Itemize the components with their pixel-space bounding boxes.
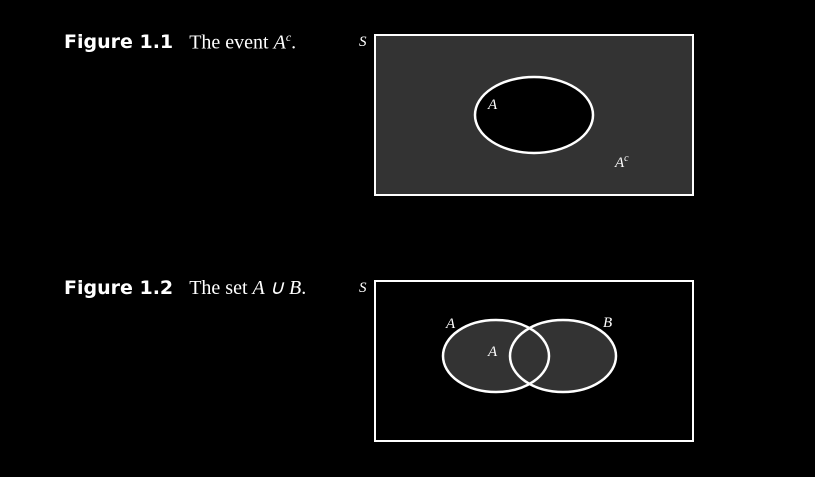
- set-a-ellipse: [473, 75, 595, 155]
- figure-1-2-label: Figure 1.2: [64, 277, 174, 299]
- figure-1-2-diagram: S A A B: [359, 280, 694, 442]
- figure-1-1-text: The event: [189, 31, 274, 54]
- figure-1-1-event: A: [273, 31, 286, 54]
- figure-1-2-text: The set: [189, 277, 253, 299]
- figure-1-1-sup: c: [285, 30, 292, 44]
- figure-1-2-caption: Figure 1.2 The set A ∪ B.: [64, 275, 306, 300]
- figure-1-2-expr: A ∪ B: [252, 277, 302, 299]
- figure-1-1-diagram: S A Ac: [359, 34, 694, 196]
- space-label-s-1: S: [359, 34, 367, 50]
- set-a-outer-label: A: [445, 316, 456, 332]
- figure-1-1-label: Figure 1.1: [64, 31, 174, 54]
- set-a-inner-label: A: [487, 344, 498, 360]
- figure-1-1-end: .: [291, 31, 297, 54]
- set-b-fill: [510, 320, 616, 392]
- complement-label: Ac: [614, 153, 629, 171]
- set-b-outline: [508, 318, 618, 394]
- space-label-s-2: S: [359, 280, 367, 296]
- figure-1-1-caption: Figure 1.1 The event Ac.: [64, 30, 296, 54]
- set-a-outline: [441, 318, 551, 394]
- figure-1-2-end: .: [301, 277, 307, 299]
- set-a-label-1: A: [487, 97, 498, 113]
- set-b-label: B: [603, 315, 612, 331]
